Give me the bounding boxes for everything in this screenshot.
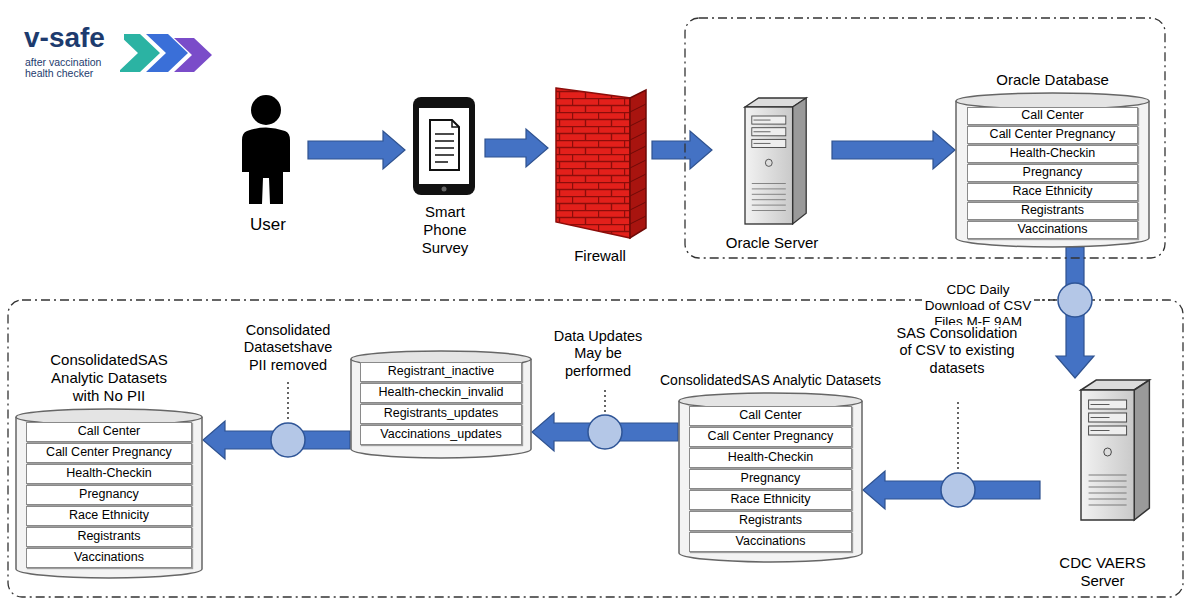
table-row: Health-checkin_invalid: [360, 383, 522, 403]
row-label: Race Ethnicity: [1013, 185, 1093, 199]
flow-arrow: [532, 413, 678, 451]
step-note: CDC Daily Download of CSV Files M-F 9AM: [922, 282, 1034, 331]
table-row: Call Center Pregnancy: [967, 126, 1138, 144]
flow-arrow: [1056, 247, 1094, 378]
oracle-region: [685, 18, 1165, 258]
server-node: CDC VAERS Server: [1040, 378, 1165, 590]
row-label: Registrants_updates: [384, 407, 499, 421]
table-row: Registrants: [26, 527, 192, 547]
flow-arrow: [863, 471, 1040, 509]
smartphone-icon: [413, 97, 475, 195]
dataset-cylinder: ConsolidatedSAS Analytic Datasets with N…: [15, 408, 203, 578]
logo-mark: [118, 34, 212, 72]
row-label: Health-Checkin: [1010, 147, 1095, 161]
step-note: Data Updates May be performed: [548, 328, 648, 380]
row-label: Vaccinations: [74, 551, 144, 565]
server-icon: [1081, 380, 1149, 520]
dataset-cylinder: ConsolidatedSAS Analytic DatasetsCall Ce…: [678, 392, 863, 562]
flow-arrow: [203, 421, 350, 459]
firewall-node: Firewall: [548, 85, 652, 265]
table-row: Vaccinations_updates: [360, 425, 522, 445]
icon-caption: Oracle Server: [713, 234, 831, 252]
row-label: Call Center Pregnancy: [990, 128, 1116, 142]
flow-arrow: [652, 131, 712, 169]
table-row: Pregnancy: [967, 164, 1138, 182]
table-row: Vaccinations: [689, 532, 852, 552]
table-row: Health-Checkin: [689, 448, 852, 468]
user-node: User: [228, 90, 308, 235]
step-note: SAS Consolidation of CSV to existing dat…: [896, 325, 1018, 377]
icon-caption: Smart Phone Survey: [410, 203, 480, 257]
server-icon: [745, 98, 806, 224]
cylinder-heading: ConsolidatedSAS Analytic Datasets with N…: [42, 351, 177, 405]
updates-cylinder: Registrant_inactiveHealth-checkin_invali…: [350, 350, 532, 458]
row-label: Health-Checkin: [728, 451, 813, 465]
firewall-wall: [556, 88, 646, 238]
logo-text: v-safe: [24, 24, 124, 52]
row-label: Call Center: [78, 425, 141, 439]
table-row: Race Ethnicity: [26, 506, 192, 526]
table-row: Vaccinations: [967, 221, 1138, 239]
row-label: Pregnancy: [79, 488, 139, 502]
row-label: Health-checkin_invalid: [378, 386, 503, 400]
row-label: Call Center: [739, 409, 802, 423]
table-row: Pregnancy: [689, 469, 852, 489]
table-row: Registrants: [689, 511, 852, 531]
table-row: Health-Checkin: [26, 464, 192, 484]
user-figure: [242, 95, 290, 204]
icon-caption: User: [228, 215, 308, 235]
cylinder-heading: ConsolidatedSAS Analytic Datasets: [660, 372, 881, 389]
row-label: Registrants: [739, 514, 802, 528]
row-label: Registrants: [1021, 204, 1084, 218]
row-label: Call Center: [1021, 109, 1084, 123]
row-label: Vaccinations: [1018, 223, 1088, 237]
table-row: Call Center: [967, 107, 1138, 125]
flow-arrow: [485, 129, 548, 167]
row-label: Race Ethnicity: [69, 509, 149, 523]
row-label: Call Center Pregnancy: [708, 430, 834, 444]
leader-line: [288, 300, 1056, 471]
cdc-region: [8, 300, 1183, 597]
table-row: Registrants_updates: [360, 404, 522, 424]
table-row: Call Center Pregnancy: [689, 427, 852, 447]
row-label: Pregnancy: [741, 472, 801, 486]
row-label: Vaccinations_updates: [380, 428, 501, 442]
table-row: Vaccinations: [26, 548, 192, 568]
row-label: Vaccinations: [736, 535, 806, 549]
table-row: Call Center: [689, 406, 852, 426]
row-label: Race Ethnicity: [731, 493, 811, 507]
row-label: Call Center Pregnancy: [46, 446, 172, 460]
row-label: Registrants: [77, 530, 140, 544]
table-row: Registrants: [967, 202, 1138, 220]
database-cylinder: Oracle DatabaseCall CenterCall Center Pr…: [955, 92, 1150, 247]
table-row: Call Center Pregnancy: [26, 443, 192, 463]
table-row: Pregnancy: [26, 485, 192, 505]
row-label: Pregnancy: [1023, 166, 1083, 180]
row-label: Health-Checkin: [66, 467, 151, 481]
server-node: Oracle Server: [712, 95, 832, 252]
table-row: Race Ethnicity: [689, 490, 852, 510]
table-row: Registrant_inactive: [360, 362, 522, 382]
step-note: Consolidated Datasetshave PII removed: [236, 322, 340, 374]
logo-tagline: after vaccination health checker: [25, 57, 120, 79]
survey-node: Smart Phone Survey: [405, 92, 485, 257]
table-row: Health-Checkin: [967, 145, 1138, 163]
table-row: Call Center: [26, 422, 192, 442]
row-label: Registrant_inactive: [388, 365, 494, 379]
flow-arrow: [308, 131, 405, 169]
icon-caption: Firewall: [550, 247, 650, 265]
table-row: Race Ethnicity: [967, 183, 1138, 201]
cylinder-heading: Oracle Database: [996, 71, 1109, 89]
flow-arrow: [832, 131, 955, 169]
icon-caption: CDC VAERS Server: [1058, 554, 1148, 590]
